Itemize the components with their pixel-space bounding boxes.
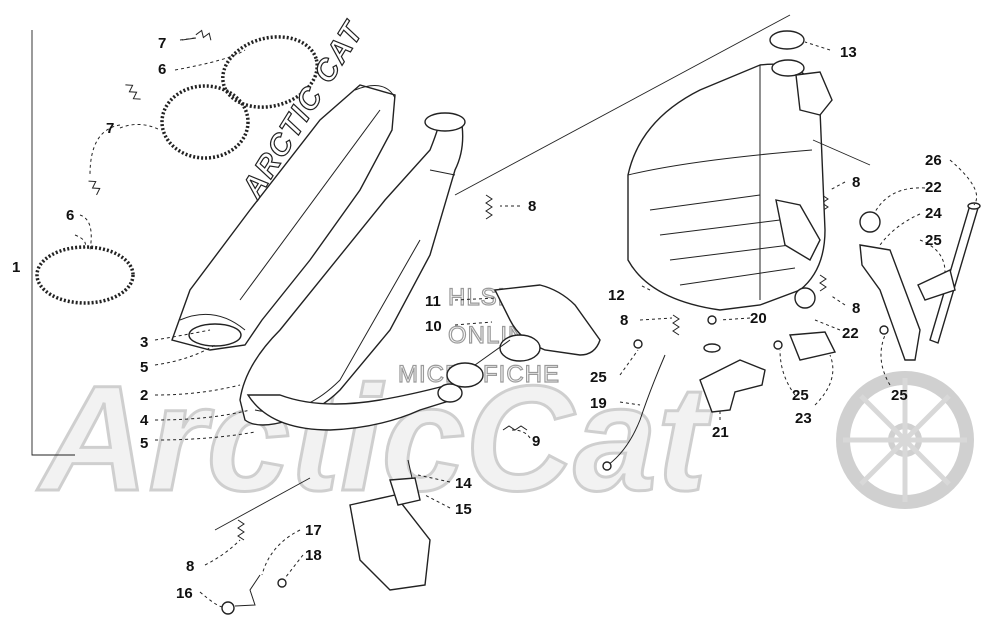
callout-8-right: 8: [852, 300, 860, 317]
grommet-13: [769, 30, 805, 50]
leader-lines: [79, 37, 978, 608]
callout-8-pipe: 8: [528, 198, 536, 215]
ground-cable: [607, 354, 666, 466]
callout-labels: 1 2 3 4 5 5 6 6 7 7 8 8 8 8 8 9 10 11 12…: [12, 35, 942, 602]
screw-25-right: [879, 325, 889, 335]
clip-25: [917, 269, 956, 301]
spring-8-bottom: [237, 519, 245, 541]
callout-6-upper: 6: [158, 61, 166, 78]
callout-11: 11: [425, 293, 441, 310]
callout-3: 3: [140, 334, 148, 351]
callout-22-lower: 22: [842, 325, 859, 342]
assembly-bracket-line: [31, 30, 75, 456]
rod-26: [929, 204, 979, 344]
mount-bracket-23: [788, 331, 837, 361]
callout-4: 4: [140, 412, 149, 429]
lower-mount: [349, 459, 431, 591]
callout-13: 13: [840, 44, 857, 61]
callout-2: 2: [140, 387, 148, 404]
clamp-ring-mid: [160, 84, 250, 160]
callout-7-upper: 7: [158, 35, 166, 52]
callout-24: 24: [925, 205, 942, 222]
spring-9: [502, 425, 528, 431]
callout-1: 1: [12, 259, 20, 276]
nut-16: [221, 601, 235, 615]
spring-7-left: [88, 84, 141, 196]
callout-15: 15: [455, 501, 472, 518]
callout-22-upper: 22: [925, 179, 942, 196]
spring-8-upper: [485, 194, 493, 220]
callout-21: 21: [712, 424, 729, 441]
alignment-line-right: [812, 139, 871, 166]
callout-25-right: 25: [891, 387, 908, 404]
grommet-22-lower: [794, 287, 816, 309]
callout-25-upper: 25: [925, 232, 942, 249]
grommet-22-upper: [859, 211, 881, 233]
screw-25-mid: [773, 340, 783, 350]
expansion-chamber: [239, 112, 466, 431]
callout-25-mid: 25: [792, 387, 809, 404]
watermark: ArcticCat HLSM'S ONLINE MICROFICHE: [35, 283, 974, 524]
resonator-tank: [627, 59, 833, 311]
watermark-brand: ArcticCat: [36, 354, 713, 522]
callout-6-lower: 6: [66, 207, 74, 224]
callout-26: 26: [925, 152, 942, 169]
bushing-20: [707, 315, 717, 325]
alignment-line-upper: [454, 14, 791, 196]
bracket-21: [699, 359, 766, 413]
callout-5-lower: 5: [140, 435, 148, 452]
spring-7-top: [179, 29, 212, 41]
clamp-ring-left: [35, 234, 135, 305]
callout-20: 20: [750, 310, 767, 327]
callout-8-bottom: 8: [186, 558, 194, 575]
callout-18: 18: [305, 547, 322, 564]
spring-8-mid: [672, 314, 680, 336]
callout-12: 12: [608, 287, 625, 304]
clamp-ring-top: [221, 35, 319, 109]
callout-23: 23: [795, 410, 812, 427]
callout-17: 17: [305, 522, 322, 539]
bracket-24: [859, 244, 921, 361]
callout-16: 16: [176, 585, 193, 602]
callout-25-left: 25: [590, 369, 607, 386]
alignment-line-lower: [214, 477, 311, 531]
callout-10: 10: [425, 318, 442, 335]
bolt-18: [277, 578, 287, 588]
callout-19: 19: [590, 395, 607, 412]
callout-5-upper: 5: [140, 359, 148, 376]
washer-17: [234, 574, 261, 607]
watermark-wheel: [836, 371, 974, 509]
screw-25-left: [633, 339, 643, 349]
callout-8-mid: 8: [620, 312, 628, 329]
callout-9: 9: [532, 433, 540, 450]
exhaust-manifold: [446, 284, 601, 388]
callout-7-lower: 7: [106, 120, 114, 137]
callout-14: 14: [455, 475, 472, 492]
callout-8-tank: 8: [852, 174, 860, 191]
spring-8-right: [819, 274, 827, 292]
